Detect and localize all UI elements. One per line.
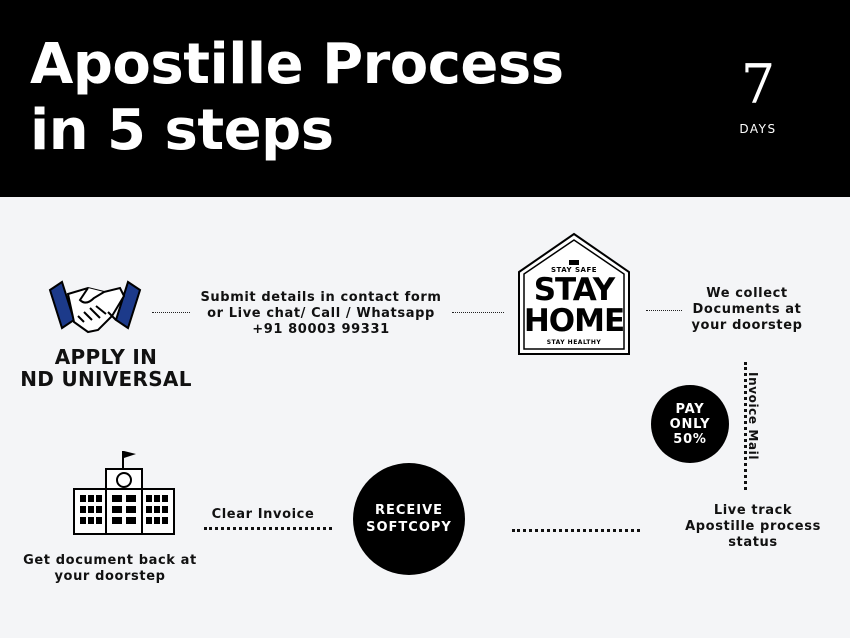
connector-4 <box>512 529 640 532</box>
connector-vertical <box>744 362 747 490</box>
connector-1 <box>152 312 190 313</box>
connector-5 <box>204 527 332 530</box>
collect-text: We collect Documents at your doorstep <box>682 286 812 334</box>
home-text: HOME <box>523 303 625 339</box>
apply-label: APPLY IN ND UNIVERSAL <box>14 346 198 390</box>
submit-line-1: Submit details in contact form <box>200 290 442 305</box>
stay-safe-text: STAY SAFE <box>550 266 598 274</box>
track-line-2: Apostille process <box>685 519 821 534</box>
submit-line-3: +91 80003 99331 <box>252 322 390 337</box>
apply-line-2: ND UNIVERSAL <box>20 367 192 391</box>
submit-line-2: or Live chat/ Call / Whatsapp <box>207 306 435 321</box>
title-line-2: in 5 steps <box>30 98 334 163</box>
pay-line-2: ONLY <box>669 416 711 432</box>
apply-line-1: APPLY IN <box>54 345 158 369</box>
stay-text: STAY <box>533 272 616 308</box>
receive-circle: RECEIVE SOFTCOPY <box>353 463 465 575</box>
collect-line-3: your doorstep <box>691 318 803 333</box>
receive-line-1: RECEIVE <box>374 503 444 518</box>
days-number: 7 <box>740 53 776 116</box>
back-line-1: Get document back at <box>23 553 197 568</box>
clear-invoice-label: Clear Invoice <box>211 507 315 522</box>
track-line-1: Live track <box>713 503 793 518</box>
connector-2 <box>452 312 504 313</box>
collect-line-1: We collect <box>706 286 788 301</box>
pay-circle: PAY ONLY 50% <box>651 385 729 463</box>
days-label: DAYS <box>739 122 777 136</box>
invoice-mail-label: Invoice Mail <box>746 372 760 461</box>
house-icon <box>518 232 630 355</box>
page-title: Apostille Process in 5 steps <box>30 32 564 164</box>
live-track-text: Live track Apostille process status <box>678 503 828 551</box>
handshake-icon <box>48 280 142 334</box>
title-line-1: Apostille Process <box>30 32 564 97</box>
stay-healthy-text: STAY HEALTHY <box>546 339 602 346</box>
back-line-2: your doorstep <box>54 569 166 584</box>
receive-line-2: SOFTCOPY <box>366 520 452 535</box>
doc-back-text: Get document back at your doorstep <box>20 553 200 585</box>
pay-line-1: PAY <box>675 401 705 417</box>
track-line-3: status <box>728 535 778 550</box>
pay-line-3: 50% <box>673 431 707 447</box>
submit-details-text: Submit details in contact form or Live c… <box>200 290 442 338</box>
header-banner: Apostille Process in 5 steps 7 DAYS <box>0 0 850 197</box>
building-icon <box>73 451 175 535</box>
connector-3 <box>646 310 682 311</box>
collect-line-2: Documents at <box>692 302 802 317</box>
